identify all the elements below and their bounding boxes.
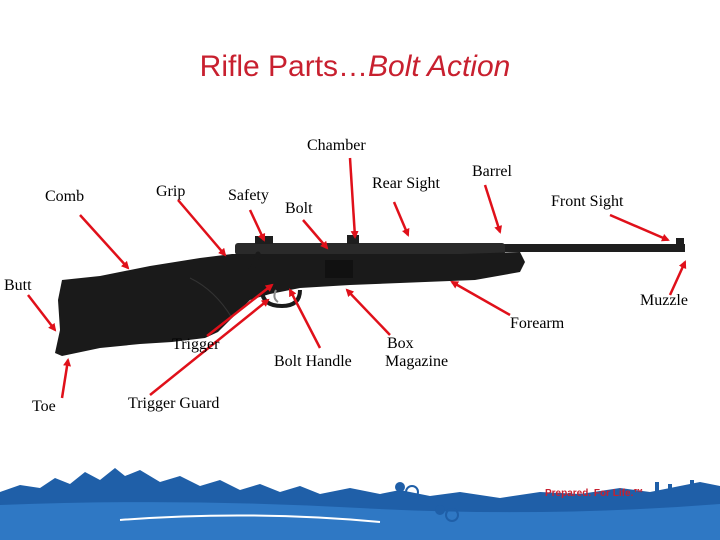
rifle-trigger-guard: [260, 289, 302, 309]
label-rear-sight: Rear Sight: [372, 175, 440, 192]
label-butt: Butt: [4, 277, 32, 294]
arrow-grip: [177, 199, 227, 257]
rifle-stock: [55, 252, 525, 356]
label-bolt-handle: Bolt Handle: [274, 353, 352, 370]
rifle-receiver: [235, 243, 505, 255]
rifle-magazine: [325, 260, 353, 278]
arrow-barrel: [483, 184, 502, 234]
arrow-bolt-handle: [288, 288, 322, 349]
arrow-trigger: [206, 283, 274, 337]
title-main: Rifle Parts…: [199, 50, 369, 83]
label-box-line1: Box: [387, 335, 414, 352]
footer-slogan: Prepared. For Life.™: [545, 488, 644, 499]
label-grip: Grip: [156, 183, 186, 200]
label-trigger: Trigger: [172, 336, 220, 353]
label-chamber: Chamber: [307, 137, 366, 154]
label-muzzle: Muzzle: [640, 292, 688, 309]
arrow-butt: [27, 294, 57, 332]
label-bolt: Bolt: [285, 200, 313, 217]
arrow-forearm: [450, 280, 511, 317]
title-sub: Bolt Action: [368, 50, 511, 83]
rifle-image: [55, 235, 685, 356]
rifle-front-sight: [676, 238, 684, 245]
label-trigger-guard: Trigger Guard: [128, 395, 220, 412]
label-barrel: Barrel: [472, 163, 512, 180]
rifle-trigger: [273, 289, 279, 303]
arrow-box-magazine: [345, 288, 391, 336]
rifle-bolt-handle: [243, 251, 261, 275]
label-box-line2: Magazine: [385, 353, 449, 370]
arrow-safety: [248, 209, 266, 242]
footer-figures: [395, 480, 694, 522]
rifle-rear-sight: [347, 235, 359, 244]
slide-title: Rifle Parts…Bolt Action: [0, 50, 710, 84]
arrow-muzzle: [668, 260, 687, 296]
arrow-comb: [79, 214, 130, 270]
arrow-toe: [60, 358, 72, 399]
label-forearm: Forearm: [510, 315, 565, 332]
arrow-rear-sight: [392, 201, 410, 237]
label-toe: Toe: [32, 398, 56, 415]
rifle-barrel: [500, 244, 685, 252]
footer-landscape: [0, 468, 720, 540]
label-box-magazine: Box Magazine: [385, 335, 448, 371]
label-safety: Safety: [228, 187, 269, 204]
label-front-sight: Front Sight: [551, 193, 624, 210]
arrow-front-sight: [609, 213, 670, 242]
label-comb: Comb: [45, 188, 85, 205]
arrow-chamber: [348, 157, 359, 239]
arrow-trigger-guard: [149, 298, 270, 396]
arrow-bolt: [302, 219, 329, 250]
